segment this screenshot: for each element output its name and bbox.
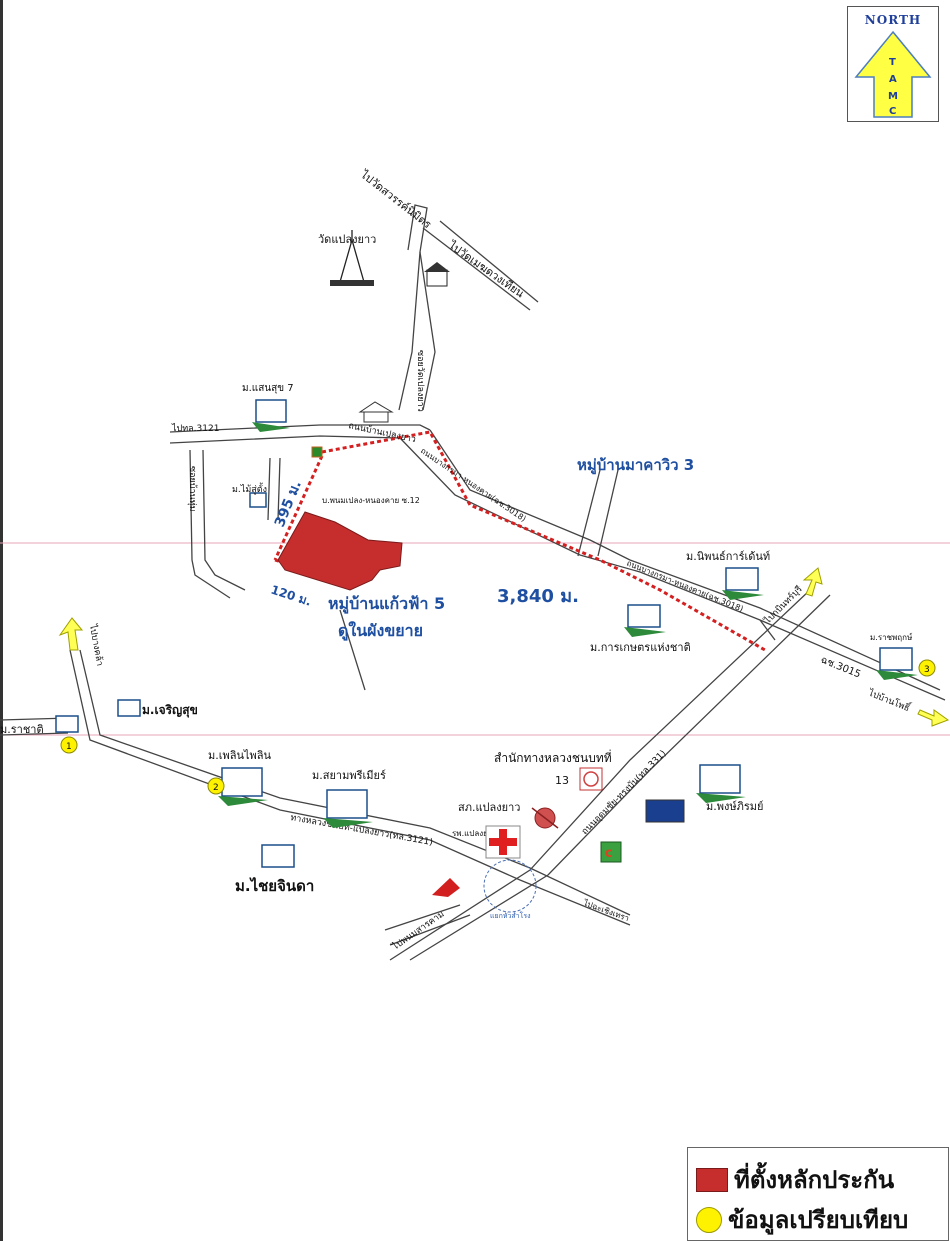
road-label-vertical-right: ซอยวัดเปลงยาว — [415, 350, 425, 412]
map-legend: ที่ตั้งหลักประกัน ข้อมูลเปรียบเทียบ — [687, 1147, 949, 1241]
svg-text:2: 2 — [213, 783, 219, 793]
site-name-line2: ดูในผังขยาย — [338, 621, 423, 642]
distance-3840m: 3,840 ม. — [497, 586, 579, 607]
arrow-to-ban-pho-icon — [917, 709, 950, 727]
village-icon-phet — [218, 767, 268, 806]
route-395m — [273, 455, 324, 561]
store-c-icon: c — [600, 841, 622, 863]
distance-120m: 120 ม. — [269, 583, 313, 609]
village-icons — [55, 399, 918, 868]
comparable-marker-1: 1 — [60, 736, 78, 754]
office-icon — [579, 767, 603, 791]
road-label-to-phanom: ไปพนมสารคาม — [390, 909, 447, 953]
comparable-marker-2: 2 — [207, 777, 225, 795]
label-village-chai: ม.ไชยจินดา — [235, 876, 314, 895]
village-icon-kasetsart — [624, 604, 666, 637]
road-label-to-kabin: ไปกบินทร์บุรี — [761, 583, 805, 627]
arrow-to-kabin-icon — [802, 567, 823, 597]
temple-icon — [330, 230, 374, 286]
road-label-main-diag: ถนนบางกรมา-หนองคาย(ฉช.3018) — [419, 446, 528, 523]
village-icon-rachathi — [55, 715, 79, 733]
house-icon — [424, 262, 450, 287]
road-label-junction: แยกหัวสำโรง — [490, 911, 531, 920]
village-icon-chai — [261, 844, 295, 868]
village-icon-mini — [249, 492, 267, 508]
village-icon-sansuk — [252, 399, 290, 432]
road-label-to-ban-pho: ไปบ้านโพธิ์ — [866, 685, 913, 714]
road-label-west-top: ไปทล.3121 — [171, 423, 219, 434]
store-icon — [311, 446, 323, 458]
honda-icon — [432, 878, 460, 897]
label-police: สภ.แปลงยาว — [458, 801, 520, 814]
label-village-pong: ม.พงษ์ภิรมย์ — [706, 800, 763, 813]
label-office: สำนักทางหลวงชนบทที่ — [494, 749, 612, 765]
village-icon-pong — [696, 764, 746, 803]
north-compass: NORTH T A M C — [847, 6, 939, 122]
compass-arrow-icon: T A M C — [854, 30, 932, 118]
route-to-main-road — [321, 430, 766, 652]
svg-text:1: 1 — [66, 742, 72, 752]
site-name-line1: หมู่บ้านแก้วฟ้า 5 — [328, 594, 445, 615]
village-icon-charoen — [117, 699, 141, 717]
legend-site-label: ที่ตั้งหลักประกัน — [734, 1165, 895, 1194]
road-label-north-right: ไปวัดเมฆดวงเทียน — [445, 238, 526, 300]
road-label-north-left: ไปวัดสวรรค์นิมิตร — [357, 168, 433, 232]
label-village-sayam: ม.สยามพรีเมียร์ — [312, 769, 386, 782]
compass-letter-c: C — [889, 106, 896, 117]
label-village-phet: ม.เพลินไพลิน — [208, 749, 272, 762]
compass-letter-t: T — [889, 57, 896, 68]
road-network — [0, 204, 946, 961]
label-village-maka: หมู่บ้านมาคาวิว 3 — [577, 456, 694, 475]
label-village-sansuk: ม.แสนสุข 7 — [242, 383, 294, 394]
label-village-right: ม.ราชพฤกษ์ — [870, 632, 912, 642]
village-icon-sayam — [323, 789, 373, 828]
road-label-soi12: บ.พนมเปลง-หนองคาย ซ.12 — [322, 496, 420, 505]
road-label-to-bang-khla: ไปบางคล้า — [87, 623, 105, 667]
road-label-to-chachoeng: ไปฉะเชิงเทรา — [581, 898, 630, 923]
label-office-number: 13 — [555, 774, 569, 787]
label-village-pho: ม.นิพนธ์การ์เด้นท์ — [686, 550, 770, 563]
label-village-mini: ม.ไม้สู่ตั้ง — [232, 482, 267, 495]
label-village-kasetsart: ม.การเกษตรแห่งชาติ — [590, 641, 691, 654]
police-icon — [531, 807, 559, 829]
legend-row-comparable: ข้อมูลเปรียบเทียบ — [696, 1200, 908, 1239]
pavilion-icon — [358, 401, 394, 423]
collateral-site — [277, 511, 403, 591]
label-village-charoen: ม.เจริญสุข — [142, 703, 198, 718]
village-icon-right — [876, 647, 918, 680]
legend-site-swatch — [696, 1167, 728, 1192]
label-village-rachathi: ม.ราชาติ — [0, 723, 44, 736]
road-label-vertical-left: ซอยบ้านทุ่ม — [187, 466, 198, 512]
legend-row-site: ที่ตั้งหลักประกัน — [696, 1160, 894, 1199]
page-border — [0, 0, 3, 1241]
svg-text:3: 3 — [924, 665, 930, 675]
label-hospital: รพ.แปลงยาว — [452, 829, 497, 838]
compass-label: NORTH — [864, 13, 922, 27]
road-label-to-nowhere: ถนนบ้านเปลงยาว — [347, 420, 417, 445]
compass-letter-m: M — [888, 91, 898, 102]
svg-text:c: c — [605, 846, 613, 861]
arrow-to-bang-khla-icon — [58, 617, 84, 651]
roundabout — [483, 859, 537, 913]
temple-label: วัดแปลงยาว — [318, 233, 376, 246]
compass-letter-a: A — [889, 74, 897, 85]
comparable-marker-3: 3 — [918, 659, 936, 677]
legend-comparable-swatch — [696, 1206, 722, 1233]
hospital-icon — [485, 825, 521, 859]
bank-icon — [645, 799, 685, 823]
legend-comparable-label: ข้อมูลเปรียบเทียบ — [728, 1205, 909, 1234]
road-label-3015: ฉช.3015 — [819, 655, 862, 681]
village-icon-pho — [722, 567, 764, 600]
